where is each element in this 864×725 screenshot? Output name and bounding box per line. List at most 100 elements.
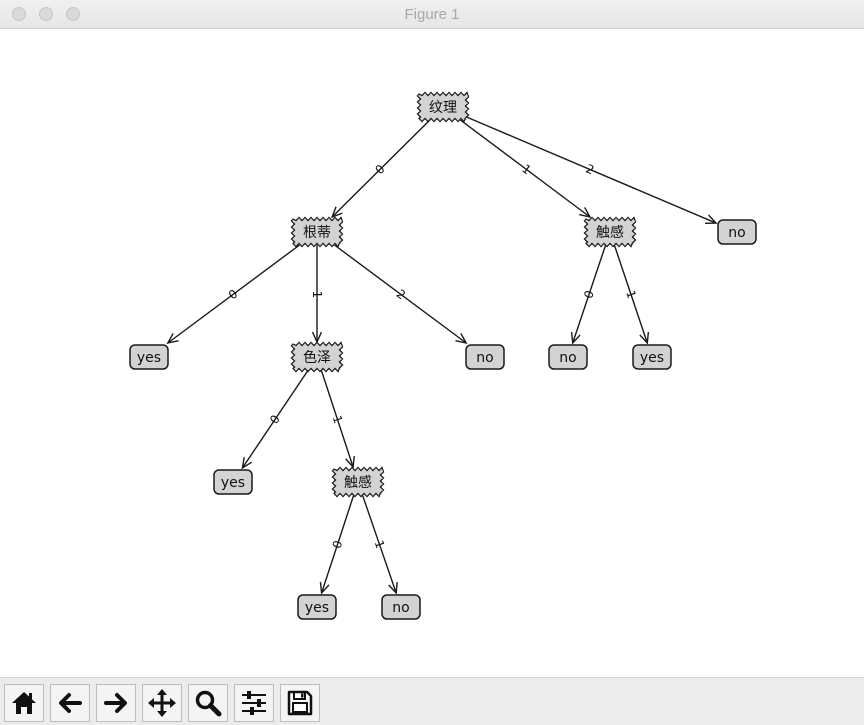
navigation-toolbar <box>0 677 864 725</box>
configure-subplots-button[interactable] <box>234 684 274 722</box>
arrow-head <box>345 456 355 469</box>
edge-line <box>241 356 318 469</box>
decision-node: 纹理 <box>416 91 470 123</box>
node-box <box>297 594 337 620</box>
forward-button[interactable] <box>96 684 136 722</box>
arrow-right-icon <box>104 693 127 713</box>
edge-line <box>331 106 444 218</box>
edge-label: 0 <box>267 412 283 426</box>
tree-edge: 0 <box>330 106 444 219</box>
arrow-head <box>388 582 398 595</box>
node-sawtooth-border <box>290 216 344 248</box>
edge-line <box>167 231 318 344</box>
leaf-node: yes <box>297 594 337 620</box>
magnifier-icon <box>195 690 222 717</box>
edge-label: 2 <box>584 162 597 178</box>
edge-label: 0 <box>581 289 597 301</box>
decision-node: 色泽 <box>290 341 344 373</box>
tree-edge: 1 <box>310 232 324 344</box>
edge-label: 1 <box>310 291 324 299</box>
edge-line <box>442 106 717 224</box>
edge-line <box>316 231 467 344</box>
node-box <box>632 344 672 370</box>
leaf-node: no <box>548 344 588 370</box>
arrow-head <box>639 332 650 345</box>
move-icon <box>148 689 176 717</box>
node-label: yes <box>305 600 329 616</box>
arrow-left-icon <box>59 693 82 713</box>
zoom-window-button[interactable] <box>66 7 80 21</box>
node-sawtooth-border <box>331 466 385 498</box>
tree-edge: 1 <box>609 231 650 345</box>
node-box <box>293 344 341 370</box>
edge-label: 1 <box>623 289 639 301</box>
node-box <box>129 344 169 370</box>
tree-edge: 0 <box>166 231 318 345</box>
arrow-head <box>166 333 179 345</box>
edge-label: 1 <box>519 162 534 178</box>
node-label: no <box>559 350 576 366</box>
tree-edge: 2 <box>316 231 468 345</box>
edge-label: 0 <box>226 287 240 303</box>
leaf-node: no <box>381 594 421 620</box>
node-label: 纹理 <box>429 100 457 116</box>
decision-node: 触感 <box>583 216 637 248</box>
node-box <box>293 219 341 245</box>
arrow-head <box>319 582 330 595</box>
edge-line <box>609 231 648 344</box>
node-label: 触感 <box>596 224 624 241</box>
node-box <box>717 219 757 245</box>
edge-label: 0 <box>330 539 346 551</box>
node-sawtooth-border <box>290 341 344 373</box>
decision-node: 触感 <box>331 466 385 498</box>
tree-edge: 0 <box>319 481 359 595</box>
leaf-node: no <box>717 219 757 245</box>
edge-label: 1 <box>372 539 388 551</box>
edge-line <box>572 231 611 344</box>
node-label: no <box>392 600 409 616</box>
pan-button[interactable] <box>142 684 182 722</box>
leaf-node: yes <box>213 469 253 495</box>
node-box <box>548 344 588 370</box>
node-label: 根蒂 <box>303 225 331 241</box>
node-label: no <box>728 225 745 241</box>
leaf-node: yes <box>129 344 169 370</box>
node-box <box>334 469 382 495</box>
node-box <box>213 469 253 495</box>
edge-line <box>357 481 397 594</box>
node-box <box>586 219 634 245</box>
arrow-head <box>705 214 718 224</box>
close-window-button[interactable] <box>12 7 26 21</box>
leaf-node: yes <box>632 344 672 370</box>
home-button[interactable] <box>4 684 44 722</box>
node-label: yes <box>221 475 245 491</box>
node-label: yes <box>137 350 161 366</box>
tree-edge: 0 <box>241 356 318 470</box>
node-label: no <box>476 350 493 366</box>
tree-edge: 1 <box>357 481 398 595</box>
tree-edge: 1 <box>316 356 355 469</box>
sliders-icon <box>242 691 266 715</box>
edge-line <box>320 481 359 594</box>
tree-edge: 2 <box>442 106 718 224</box>
zoom-button[interactable] <box>188 684 228 722</box>
floppy-disk-icon <box>287 690 313 716</box>
tree-edge: 0 <box>570 231 611 345</box>
node-label: yes <box>640 350 664 366</box>
arrow-head <box>330 206 343 219</box>
save-button[interactable] <box>280 684 320 722</box>
tree-edge: 1 <box>442 106 592 219</box>
minimize-window-button[interactable] <box>39 7 53 21</box>
back-button[interactable] <box>50 684 90 722</box>
node-label: 触感 <box>344 474 372 491</box>
edge-line <box>316 356 354 468</box>
arrow-head <box>570 332 581 345</box>
node-label: 色泽 <box>303 349 331 366</box>
arrow-head <box>241 457 253 470</box>
home-icon <box>12 692 36 714</box>
edge-line <box>442 106 591 218</box>
